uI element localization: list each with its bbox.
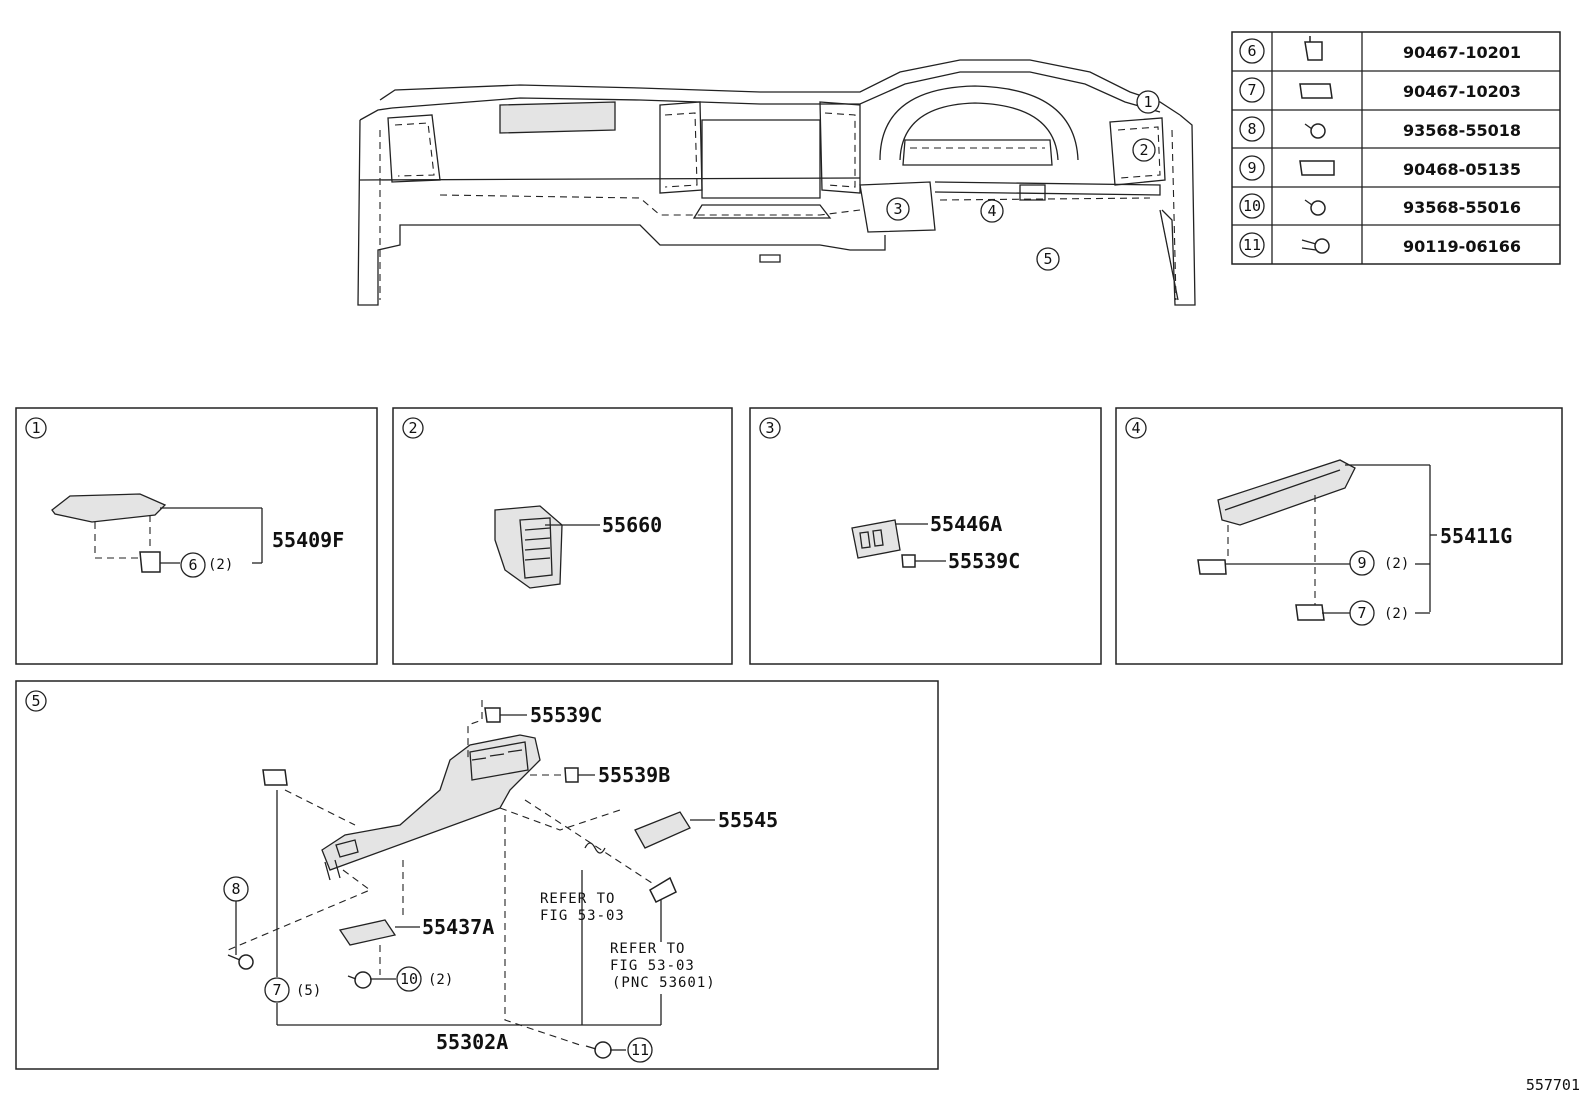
part-label: 55545 [718, 808, 778, 832]
svg-text:7: 7 [1247, 81, 1256, 99]
cover-part [51, 493, 167, 523]
main-callout-5: 5 [1036, 247, 1060, 271]
svg-text:11: 11 [1243, 236, 1261, 254]
svg-text:6: 6 [188, 556, 197, 574]
main-callout-4: 4 [980, 199, 1004, 223]
parts-table: 6 90467-10201 7 90467-10203 8 93568-5501… [1231, 31, 1561, 265]
panel-1: 1 6 (2) 55409F [15, 407, 378, 665]
main-callout-2: 2 [1132, 138, 1156, 162]
panel-4: 4 9 (2) 7 (2) 55411G [1115, 407, 1563, 665]
svg-text:3: 3 [765, 419, 774, 437]
clip-part [484, 707, 501, 723]
clip-part [1295, 604, 1325, 621]
reference-note: REFER TO [610, 941, 685, 957]
part-label: 55409F [272, 528, 344, 552]
svg-text:90468-05135: 90468-05135 [1403, 160, 1521, 179]
panel-5: 5 [15, 680, 939, 1070]
svg-text:9: 9 [1357, 554, 1366, 572]
vent-part [494, 505, 563, 589]
table-row: 6 90467-10201 [1239, 36, 1521, 64]
figure-id: 557701 [1526, 1076, 1580, 1094]
main-callout-3: 3 [886, 197, 910, 221]
clip-part [139, 551, 161, 573]
clip-icon [1299, 160, 1335, 176]
svg-text:10: 10 [400, 970, 418, 988]
part-label: 55539C [948, 549, 1020, 573]
svg-text:90119-06166: 90119-06166 [1403, 237, 1521, 256]
svg-text:5: 5 [31, 692, 40, 710]
svg-text:9: 9 [1247, 159, 1256, 177]
reference-note: (PNC 53601) [612, 975, 716, 991]
panel-2: 2 55660 [392, 407, 733, 665]
svg-text:90467-10203: 90467-10203 [1403, 82, 1521, 101]
svg-text:2: 2 [408, 419, 417, 437]
svg-text:93568-55018: 93568-55018 [1403, 121, 1521, 140]
svg-text:3: 3 [893, 200, 902, 218]
svg-text:4: 4 [1131, 419, 1140, 437]
clip-icon [1299, 83, 1333, 99]
qty-label: (2) [1384, 606, 1409, 622]
table-row: 10 93568-55016 [1239, 193, 1521, 219]
clip-part [564, 767, 579, 783]
screw-icon [1310, 123, 1326, 139]
reference-note: FIG 53-03 [540, 908, 625, 924]
duct-part [1217, 459, 1356, 526]
svg-text:90467-10201: 90467-10201 [1403, 43, 1521, 62]
qty-label: (2) [1384, 556, 1409, 572]
svg-text:8: 8 [231, 880, 240, 898]
svg-text:93568-55016: 93568-55016 [1403, 198, 1521, 217]
qty-label: (2) [428, 972, 453, 988]
reference-note: REFER TO [540, 891, 615, 907]
svg-text:1: 1 [31, 419, 40, 437]
screw-icon [1310, 200, 1326, 216]
svg-text:4: 4 [987, 202, 996, 220]
svg-text:2: 2 [1139, 141, 1148, 159]
svg-text:10: 10 [1243, 197, 1261, 215]
table-row: 7 90467-10203 [1239, 77, 1521, 103]
switch-bezel-part [851, 519, 901, 559]
table-row: 9 90468-05135 [1239, 155, 1521, 181]
svg-text:11: 11 [631, 1041, 649, 1059]
part-label: 55437A [422, 915, 494, 939]
bracket-part [338, 919, 397, 946]
part-label: 55411G [1440, 524, 1512, 548]
screw-part [238, 954, 254, 970]
svg-text:8: 8 [1247, 120, 1256, 138]
reference-note: FIG 53-03 [610, 958, 695, 974]
table-row: 11 90119-06166 [1239, 232, 1521, 258]
clip-part [1197, 559, 1227, 575]
svg-text:5: 5 [1043, 250, 1052, 268]
clip-part [262, 769, 288, 786]
table-row: 8 93568-55018 [1239, 116, 1521, 142]
qty-label: (2) [208, 557, 233, 573]
screw-part [354, 971, 372, 989]
qty-label: (5) [296, 983, 321, 999]
part-label: 55660 [602, 513, 662, 537]
dashboard-assembly [357, 59, 1196, 306]
bolt-part [594, 1041, 612, 1059]
svg-text:1: 1 [1143, 93, 1152, 111]
svg-text:6: 6 [1247, 42, 1256, 60]
bolt-icon [1314, 238, 1330, 254]
cover-part [634, 811, 691, 849]
part-label: 55539C [530, 703, 602, 727]
clip-part [649, 876, 677, 904]
panel-3: 3 55446A 55539C [749, 407, 1102, 665]
lower-panel-part [321, 734, 541, 871]
svg-text:7: 7 [1357, 604, 1366, 622]
svg-text:7: 7 [272, 981, 281, 999]
part-label: 55539B [598, 763, 670, 787]
part-label: 55302A [436, 1030, 508, 1054]
clip-part [901, 554, 916, 568]
part-label: 55446A [930, 512, 1002, 536]
clip-icon [1304, 36, 1323, 61]
main-callout-1: 1 [1136, 90, 1160, 114]
